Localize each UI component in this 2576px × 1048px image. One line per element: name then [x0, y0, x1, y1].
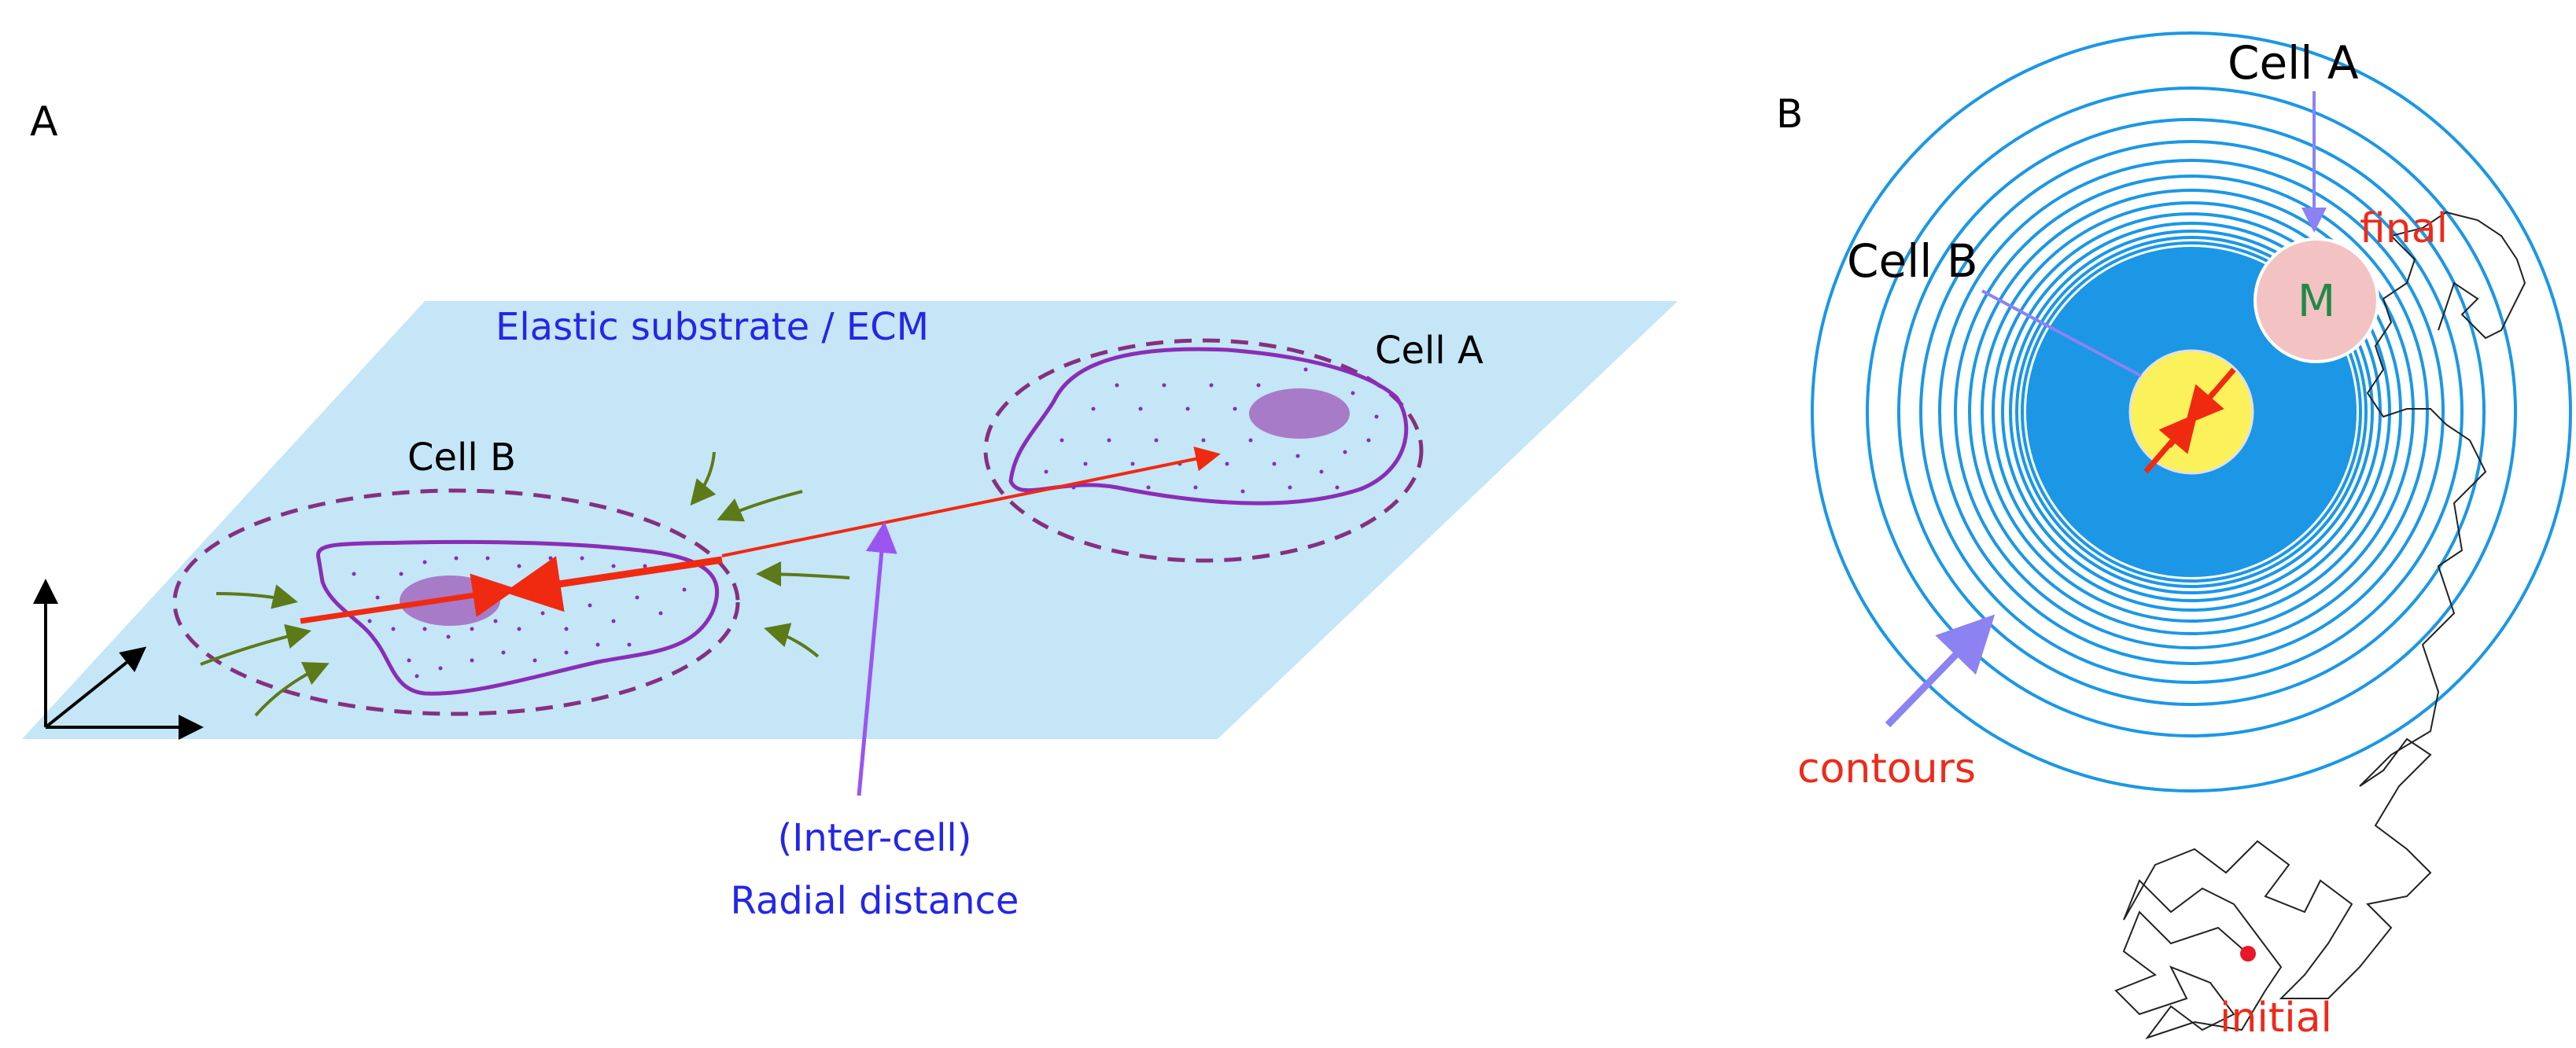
contours-pointer [1885, 614, 1996, 728]
initial-label: initial [2220, 995, 2332, 1042]
cell-a-boundary [983, 338, 1424, 563]
panel-b-label: B [1776, 91, 1803, 137]
contour-ring [1968, 189, 2415, 635]
traction-arrow-3 [254, 662, 330, 717]
contours-label: contours [1797, 745, 1976, 792]
contour-ring [2009, 230, 2374, 594]
marker-letter: M [2298, 276, 2335, 327]
contour-ring [1811, 31, 2572, 792]
substrate-label: Elastic substrate / ECM [496, 305, 929, 349]
panel-b: B M Cell A Cell B final contours initial [1776, 31, 2572, 1042]
traction-arrow-4 [717, 490, 803, 522]
cell-b-membrane [316, 539, 720, 696]
cell-a-marker [2254, 237, 2379, 363]
inter-cell-distance-line [721, 446, 1221, 557]
contour-ring [1992, 212, 2391, 612]
radial-distance-pointer [857, 521, 897, 796]
cell-a-label-a: Cell A [1375, 329, 1483, 373]
contour-ring [2015, 236, 2368, 588]
traction-arrow-6 [756, 561, 850, 587]
cell-b-boundary [172, 488, 740, 716]
contour-ring [1981, 201, 2402, 623]
force-arrow-right [504, 556, 723, 612]
random-walk-trajectory [2114, 211, 2526, 1039]
distance-label-line2: Radial distance [731, 879, 1019, 923]
cell-a-label-b: Cell A [2228, 36, 2359, 90]
cell-b-pointer [1981, 289, 2142, 377]
cell-b-label-b: Cell B [1847, 234, 1978, 288]
cell-b-force-arrow-2 [2185, 384, 2224, 425]
cell-a-membrane [1008, 347, 1409, 506]
force-arrow-left [300, 573, 517, 624]
final-label: final [2360, 205, 2448, 252]
panel-a-label: A [30, 98, 58, 145]
contour-ring [1897, 118, 2486, 706]
cell-a-dots [1044, 367, 1379, 494]
cell-b-label-a: Cell B [407, 436, 516, 480]
cell-b-disk [2128, 349, 2254, 475]
force-arrows [300, 446, 1221, 624]
contour-ring [1938, 159, 2445, 665]
distance-label-line1: (Inter-cell) [778, 816, 972, 860]
traction-arrows [200, 451, 850, 717]
contour-ring [2021, 241, 2362, 583]
coordinate-axes [33, 579, 204, 740]
contour-ring [1866, 86, 2517, 737]
panel-a: A Elastic substrate / ECM Ce [22, 98, 1678, 923]
traction-arrow-1 [216, 584, 298, 609]
contour-ring [1919, 140, 2464, 684]
traction-arrow-7 [764, 623, 820, 658]
contour-ring [1954, 175, 2429, 649]
cell-a: Cell A [983, 329, 1483, 563]
traction-arrow-5 [690, 451, 717, 506]
initial-dot [2240, 946, 2256, 962]
traction-arrow-2 [200, 623, 311, 666]
cell-a-nucleus [1249, 388, 1350, 439]
